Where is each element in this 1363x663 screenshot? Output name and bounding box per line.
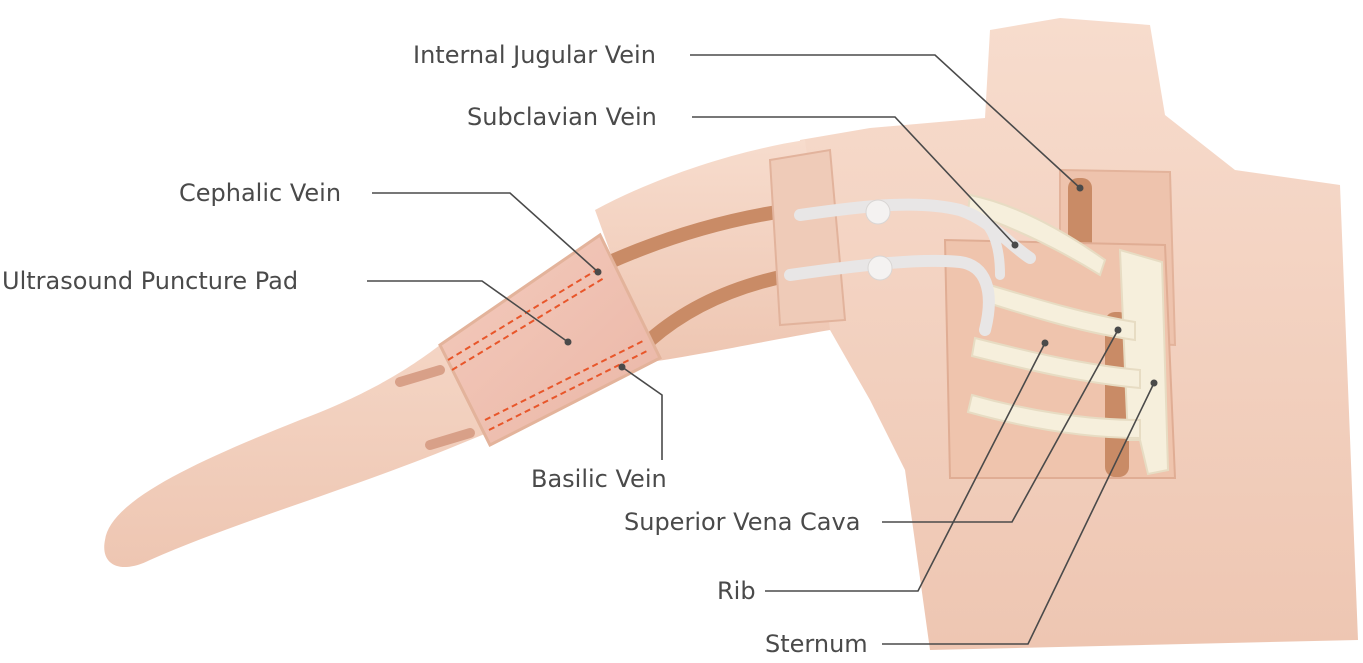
label-basilic-vein: Basilic Vein — [531, 465, 667, 493]
label-subclavian-vein: Subclavian Vein — [467, 103, 657, 131]
tube-connector-bottom — [868, 256, 892, 280]
label-sternum: Sternum — [765, 630, 868, 658]
dot-superior-vena-cava — [1115, 327, 1122, 334]
label-cephalic-vein: Cephalic Vein — [179, 179, 341, 207]
label-internal-jugular-vein: Internal Jugular Vein — [413, 41, 656, 69]
dot-sternum — [1151, 380, 1158, 387]
dot-subclavian-vein — [1012, 242, 1019, 249]
dot-rib — [1042, 340, 1049, 347]
sternum — [1120, 250, 1168, 474]
leader-basilic-vein — [622, 367, 662, 460]
tube-connector-top — [866, 200, 890, 224]
dot-internal-jugular-vein — [1077, 185, 1084, 192]
label-superior-vena-cava: Superior Vena Cava — [624, 508, 860, 536]
dot-ultrasound-puncture-pad — [565, 339, 572, 346]
label-rib: Rib — [717, 577, 756, 605]
dot-basilic-vein — [619, 364, 626, 371]
dot-cephalic-vein — [595, 269, 602, 276]
label-ultrasound-puncture-pad: Ultrasound Puncture Pad — [2, 267, 298, 295]
